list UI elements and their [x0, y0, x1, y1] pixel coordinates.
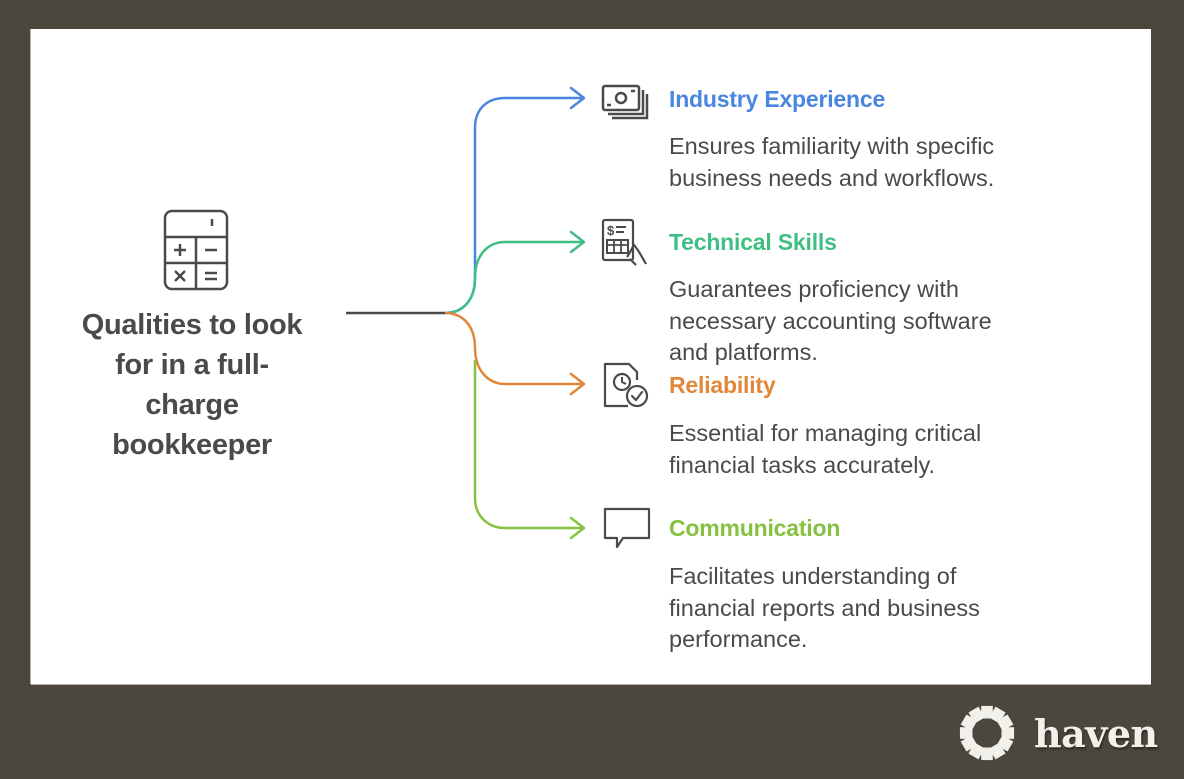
branch-line-reliability [444, 311, 584, 386]
arrow-right-icon [569, 86, 586, 110]
diagram-title: Qualities to look for in a full- charge … [58, 305, 326, 465]
branch-line-industry-experience [444, 96, 584, 315]
description-line: and platforms. [669, 339, 818, 365]
item-title-technical-skills: Technical Skills [669, 229, 837, 255]
svg-text:$: $ [607, 223, 615, 238]
item-title-industry-experience: Industry Experience [669, 86, 886, 112]
branch-line-technical-skills [444, 240, 584, 315]
description-line: necessary accounting software [669, 307, 992, 334]
item-description-communication: Facilitates understanding of financial r… [669, 561, 1069, 656]
item-description-industry-experience: Ensures familiarity with specific busine… [669, 131, 1069, 194]
diagram-panel [31, 29, 1151, 684]
description-line: financial tasks accurately. [669, 451, 936, 478]
description-line: Essential for managing critical [669, 420, 982, 446]
item-title-communication: Communication [669, 515, 841, 541]
description-line: Ensures familiarity with specific [669, 133, 995, 159]
branch-line-communication [473, 360, 584, 530]
description-line: performance. [669, 626, 808, 652]
brand-logo: haven [958, 703, 1158, 763]
calculator-icon [163, 209, 229, 291]
item-description-reliability: Essential for managing critical financia… [669, 418, 1069, 481]
arrow-right-icon [569, 372, 586, 396]
description-line: financial reports and business [669, 594, 980, 621]
description-line: business needs and workflows. [669, 164, 995, 191]
arrow-right-icon [569, 516, 586, 540]
arrow-right-icon [569, 230, 586, 254]
title-line: Qualities to look [81, 309, 303, 341]
spreadsheet-in-hand-icon: $ [601, 218, 647, 266]
money-stack-icon [601, 84, 649, 120]
item-title-reliability: Reliability [669, 372, 776, 398]
speech-bubble-icon [603, 507, 651, 549]
description-line: Guarantees proficiency with [669, 276, 959, 302]
description-line: Facilitates understanding of [669, 563, 957, 589]
title-line: for in a full- [115, 349, 269, 381]
item-description-technical-skills: Guarantees proficiency with necessary ac… [669, 274, 1069, 369]
title-line: bookkeeper [112, 429, 272, 461]
document-clock-check-icon [603, 362, 649, 408]
brand-name: haven [1034, 710, 1158, 756]
title-line: charge [145, 389, 239, 421]
sunburst-logo-icon [959, 705, 1015, 761]
